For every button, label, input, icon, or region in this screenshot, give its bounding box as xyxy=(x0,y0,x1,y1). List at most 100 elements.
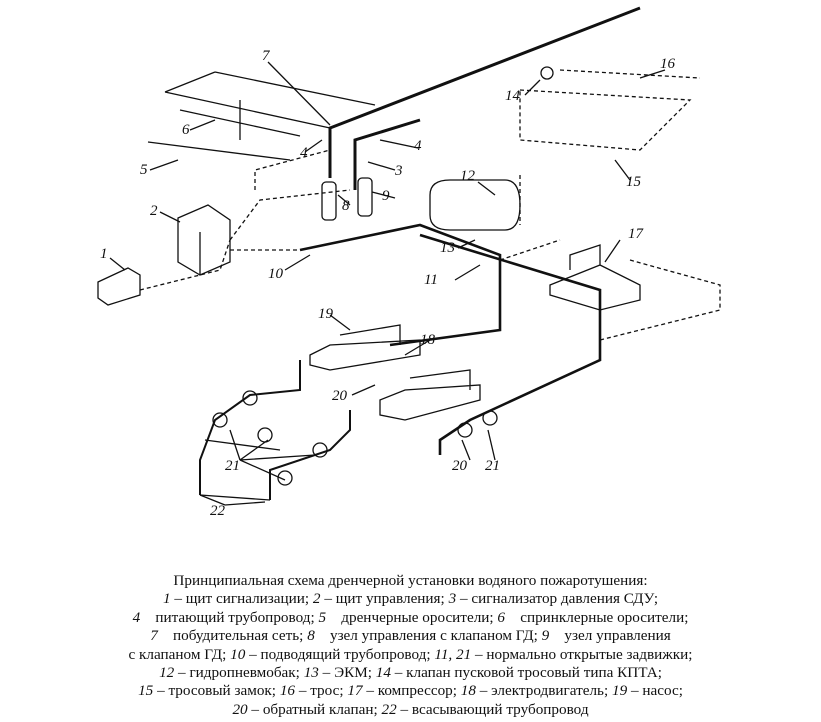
label-10: 10 xyxy=(268,266,284,282)
gate-valve xyxy=(457,422,473,438)
caption-number: 4 xyxy=(132,608,141,626)
caption-text: – электродвигатель; xyxy=(475,682,612,700)
control-cabinet xyxy=(177,204,231,276)
label-16: 16 xyxy=(660,56,676,72)
caption-text: – щит управления; xyxy=(320,590,449,608)
caption-text: – тросовый замок; xyxy=(153,682,280,700)
caption-number: 14 xyxy=(375,664,391,682)
caption-text: – клапан пусковой тросовый типа КПТА; xyxy=(390,664,662,682)
label-11: 11 xyxy=(424,272,438,288)
caption-number: 10 xyxy=(230,645,246,663)
caption-number: 2 xyxy=(312,590,321,608)
caption-text: – ЭКМ; xyxy=(318,664,376,682)
caption-line: 12 – гидропневмобак; 13 – ЭКМ; 14 – клап… xyxy=(0,664,821,682)
caption-number: 18 xyxy=(460,682,476,700)
suction-pipe-lower xyxy=(199,439,281,501)
drencher-network xyxy=(519,69,701,151)
caption-line: 20 – обратный клапан; 22 – всасывающий т… xyxy=(0,701,821,719)
label-1: 1 xyxy=(100,246,108,262)
feed-pipe xyxy=(328,6,641,178)
suction-pipe xyxy=(199,360,351,500)
signal-wiring xyxy=(139,149,721,341)
caption-number: 3 xyxy=(448,590,457,608)
label-6: 6 xyxy=(182,122,190,138)
caption-number: 9 xyxy=(541,627,550,645)
gate-valve xyxy=(212,412,228,428)
caption-number: 15 xyxy=(138,682,154,700)
caption-number: 13 xyxy=(303,664,319,682)
caption-text: – щит сигнализации; xyxy=(170,590,313,608)
pump-unit-upper xyxy=(309,324,421,371)
caption-text: спринклерные оросители; xyxy=(505,608,689,626)
pressure-tank xyxy=(429,179,521,231)
caption-number: 22 xyxy=(381,700,397,718)
caption-line: 15 – тросовый замок; 16 – трос; 17 – ком… xyxy=(0,682,821,700)
caption-text: узел управления с клапаном ГД; xyxy=(314,627,542,645)
valve-unit-8 xyxy=(321,181,337,221)
label-5: 5 xyxy=(140,162,148,178)
caption-text: – гидропневмобак; xyxy=(174,664,304,682)
caption-title: Принципиальная схема дренчерной установк… xyxy=(173,572,648,589)
caption-line: 1 – щит сигнализации; 2 – щит управления… xyxy=(0,590,821,608)
caption-text: питающий трубопровод; xyxy=(140,608,319,626)
caption-text: – нормально открытые задвижки; xyxy=(471,645,693,663)
label-18: 18 xyxy=(420,332,436,348)
diagram: 1 2 3 4 4 5 6 7 8 9 10 11 12 13 14 15 16… xyxy=(97,6,721,519)
caption-line: 7 побудительная сеть; 8 узел управления … xyxy=(0,627,821,645)
label-21: 21 xyxy=(225,458,240,474)
gate-valve xyxy=(242,390,258,406)
caption-number: 7 xyxy=(150,627,158,645)
start-valve xyxy=(540,66,554,80)
label-13: 13 xyxy=(440,240,455,256)
caption-text: узел управления xyxy=(549,627,671,645)
caption-text: дренчерные оросители; xyxy=(326,608,498,626)
label-4b: 4 xyxy=(414,138,422,154)
caption-text: – сигнализатор давления СДУ; xyxy=(456,590,659,608)
gate-valve xyxy=(277,470,293,486)
sprinkler-network xyxy=(147,71,376,161)
caption-number: 19 xyxy=(612,682,628,700)
caption-text: – подводящий трубопровод; xyxy=(245,645,435,663)
supply-pipe xyxy=(299,223,602,455)
caption-number: 1 xyxy=(162,590,171,608)
caption-number: 12 xyxy=(159,664,175,682)
gate-valve xyxy=(257,427,273,443)
label-15: 15 xyxy=(626,174,642,190)
pump-unit-lower xyxy=(379,369,481,421)
feed-pipe-riser xyxy=(353,118,421,190)
caption-text: – всасывающий трубопровод xyxy=(396,700,589,718)
caption-number: 5 xyxy=(318,608,327,626)
caption-legend: 1 – щит сигнализации; 2 – щит управления… xyxy=(0,590,821,719)
label-3: 3 xyxy=(394,163,403,179)
caption-number: 11, 21 xyxy=(434,645,472,663)
label-21b: 21 xyxy=(485,458,500,474)
caption-number: 17 xyxy=(347,682,363,700)
signal-panel xyxy=(97,267,141,306)
caption-text: – насос; xyxy=(627,682,683,700)
label-17: 17 xyxy=(628,226,645,242)
label-19: 19 xyxy=(318,306,334,322)
compressor xyxy=(549,244,641,311)
gate-valve xyxy=(482,410,498,426)
caption-line: 4 питающий трубопровод; 5 дренчерные оро… xyxy=(0,609,821,627)
label-2: 2 xyxy=(150,203,158,219)
caption-text: побудительная сеть; xyxy=(157,627,308,645)
label-4: 4 xyxy=(300,145,308,161)
caption-text: с клапаном ГД; xyxy=(128,645,231,663)
caption-text: – компрессор; xyxy=(362,682,461,700)
label-20: 20 xyxy=(332,388,348,404)
label-9: 9 xyxy=(382,188,390,204)
component-labels: 1 2 3 4 4 5 6 7 8 9 10 11 12 13 14 15 16… xyxy=(100,48,676,519)
label-14: 14 xyxy=(505,88,521,104)
caption-number: 8 xyxy=(307,627,315,645)
gate-valve xyxy=(312,442,328,458)
caption-number: 20 xyxy=(232,700,248,718)
caption-number: 16 xyxy=(279,682,296,700)
valve-unit-9 xyxy=(357,177,373,217)
label-7: 7 xyxy=(262,48,271,64)
label-8: 8 xyxy=(342,198,350,214)
label-22: 22 xyxy=(210,503,226,519)
caption-text: – трос; xyxy=(295,682,348,700)
label-12: 12 xyxy=(460,168,476,184)
label-20b: 20 xyxy=(452,458,468,474)
